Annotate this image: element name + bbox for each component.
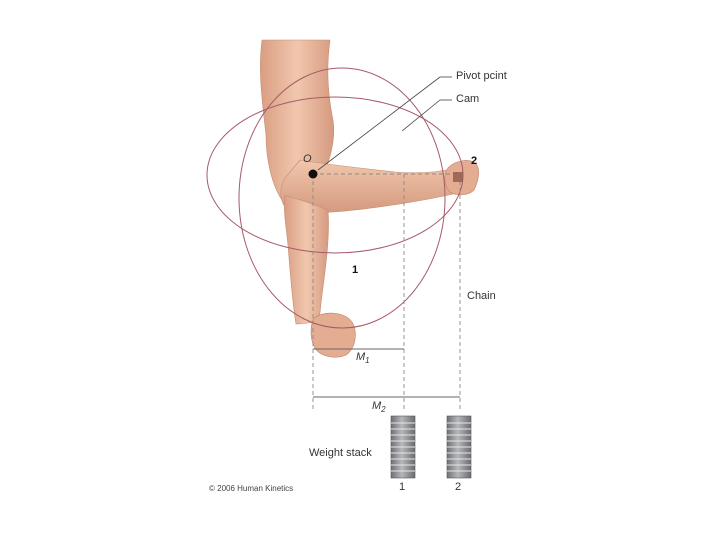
cam-ellipse-vertical bbox=[238, 67, 446, 329]
position-2-label: 2 bbox=[471, 155, 478, 167]
leader-lines bbox=[317, 76, 452, 171]
weight-stack-1-label: 1 bbox=[399, 481, 406, 493]
moment-arm-lines bbox=[312, 173, 461, 412]
chain-label: Chain bbox=[467, 290, 496, 302]
pivot-point-label: Pivot pcint bbox=[456, 70, 507, 82]
forearm-position-1 bbox=[284, 194, 329, 325]
weight-stack-label: Weight stack bbox=[309, 447, 372, 459]
copyright-text: © 2006 Human Kinetics bbox=[209, 484, 294, 493]
weight-stack-1 bbox=[390, 415, 416, 479]
m1-subscript: 1 bbox=[365, 356, 370, 366]
origin-label: O bbox=[303, 153, 312, 165]
position-1-label: 1 bbox=[352, 264, 359, 276]
cam-label: Cam bbox=[456, 93, 480, 105]
m2-label: M2 bbox=[372, 400, 386, 415]
chain-attachment bbox=[453, 172, 463, 182]
m2-subscript: 2 bbox=[381, 405, 386, 415]
fist-position-1 bbox=[310, 312, 356, 358]
pivot-point-dot bbox=[308, 169, 318, 179]
weight-stack-2-label: 2 bbox=[455, 481, 462, 493]
m1-label: M1 bbox=[356, 351, 370, 366]
weight-stack-2 bbox=[446, 415, 472, 479]
